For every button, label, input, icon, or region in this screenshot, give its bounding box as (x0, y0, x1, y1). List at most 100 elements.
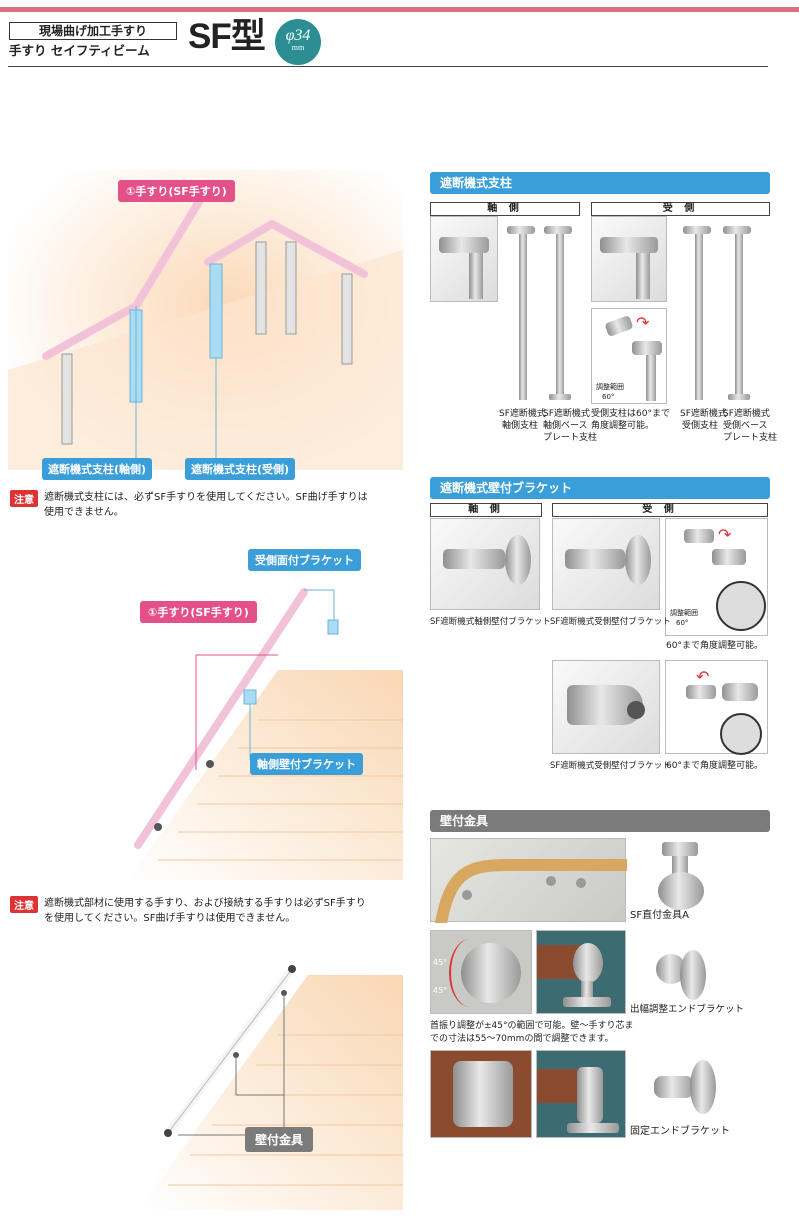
posts-caption-4-line1: SF遮断機式 (680, 409, 727, 419)
brackets-caption-angle-2: 60°まで角度調整可能。 (666, 761, 763, 771)
end-bracket-base (563, 997, 611, 1007)
recv-post-drawing (695, 230, 703, 400)
wall-angle-bottom: 45° (433, 986, 448, 995)
brackets-axis-side-header: 軸 側 (430, 503, 542, 517)
recv-bracket-part-a (684, 529, 714, 543)
fixed-plate-front (453, 1061, 513, 1127)
brackets-range-label: 調整範囲 (670, 609, 698, 617)
posts-illustration-svg (8, 170, 403, 470)
wall-caption-fitting-a: SF直付金具A (630, 910, 689, 921)
recv-bracket-plate-1 (625, 535, 651, 585)
diagram-posts-illustration (8, 170, 403, 470)
detail-circle-2 (720, 713, 762, 755)
product-fixed-end-bracket (650, 1060, 720, 1116)
photo-end-bracket-adjust: 45° 45° (430, 930, 532, 1014)
wood-handrail-svg (435, 859, 633, 929)
detail-circle (716, 581, 766, 631)
posts-recv-side-header: 受 側 (591, 202, 770, 216)
rotate-arrow-icon-2: ↷ (718, 525, 732, 544)
axis-bracket-arm (443, 549, 505, 569)
fixed-bracket-body (577, 1067, 603, 1123)
axis-base-post-top (544, 226, 572, 234)
adjust-plate (680, 950, 706, 1000)
fitting-a-saddle (662, 842, 698, 856)
brackets-range-value: 60° (676, 619, 689, 627)
photo-recv-post-angle: ↷ 調整範囲 60° (591, 308, 667, 404)
label-handrail-1: ①手すり(SF手すり) (118, 180, 235, 202)
posts-caption-1-line2: 軸側支柱 (502, 421, 539, 431)
diagram-wall-bracket-illustration (8, 540, 403, 880)
photo-wall-fitting-installed (430, 838, 633, 929)
photo-recv-wall-bracket-2 (552, 660, 660, 754)
product-end-bracket-adjust (650, 950, 714, 1006)
brackets-recv-side-header: 受 側 (552, 503, 768, 517)
fixed-bracket-base (567, 1123, 619, 1133)
photo-recv-wall-bracket-1 (552, 518, 660, 610)
label-axis-bracket: 軸側壁付ブラケット (250, 753, 363, 775)
adjust-arc (449, 939, 491, 1007)
wall-fitting-illustration-svg (138, 965, 403, 1210)
recv-base-post-top (723, 226, 751, 234)
posts-caption-2-line1: SF遮断機式 (543, 409, 590, 419)
posts-caption-5-line3: プレート支柱 (723, 433, 778, 443)
recv-post-head-shape (600, 237, 658, 253)
wall-caption-end-adjust: 出幅調整エンドブラケット (630, 1004, 745, 1015)
axis-base-post-drawing (556, 230, 564, 395)
axis-post-drawing (519, 230, 527, 400)
recv-angle-stem (646, 355, 656, 401)
posts-caption-3-line1: 受側支柱は60°まで (591, 409, 670, 419)
posts-axis-side-header: 軸 側 (430, 202, 580, 216)
note-1-line2: 使用できません。 (44, 507, 124, 518)
note-2-line2: を使用してください。SF曲げ手すりは使用できません。 (44, 913, 296, 924)
photo-recv-post-head (591, 216, 667, 302)
recv-bracket-part-c (686, 685, 716, 699)
product-subtitle: 手すり セイフティビーム (9, 43, 150, 58)
header-divider (8, 66, 768, 67)
section-header-wall-fittings: 壁付金具 (430, 810, 770, 832)
photo-fixed-end-bracket-front (430, 1050, 532, 1138)
diameter-unit: mm (291, 43, 305, 52)
recv-post-top (683, 226, 711, 234)
note-2-tag: 注意 (10, 896, 38, 913)
recv-post-stem-shape (636, 253, 650, 299)
posts-caption-5-line1: SF遮断機式 (723, 409, 770, 419)
label-handrail-2: ①手すり(SF手すり) (140, 601, 257, 623)
recv-bracket-opening (627, 701, 645, 719)
posts-caption-3-line2: 角度調整可能。 (591, 421, 655, 431)
posts-range-label: 調整範囲 (596, 383, 624, 391)
diameter-badge: φ34 mm (275, 19, 321, 65)
axis-bracket-plate (505, 535, 531, 585)
end-bracket-stem (581, 981, 593, 999)
fixed-product-plate (690, 1060, 716, 1114)
brackets-caption-angle-1: 60°まで角度調整可能。 (666, 641, 763, 651)
end-bracket-cap (573, 943, 603, 983)
fitting-a-stem (672, 856, 688, 876)
fitting-a-base (658, 872, 704, 910)
wall-note-line1: 首振り調整が±45°の範囲で可能。壁～手すり芯ま (430, 1021, 634, 1031)
posts-caption-2-line2: 軸側ベース (543, 421, 588, 431)
recv-bracket-arm-1 (565, 549, 625, 569)
photo-axis-post-head (430, 216, 498, 302)
axis-post-top (507, 226, 535, 234)
photo-recv-wall-bracket-angle-1: ↷ 調整範囲 60° (665, 518, 768, 636)
section-header-posts: 遮断機式支柱 (430, 172, 770, 194)
brackets-caption-axis: SF遮断機式軸側壁付ブラケット (430, 617, 551, 627)
diameter-value: φ34 (285, 27, 311, 44)
recv-bracket-part-d (722, 683, 758, 701)
brackets-caption-recv-2: SF遮断機式受側壁付ブラケット (550, 761, 671, 771)
label-post-axis: 遮断機式支柱(軸側) (42, 458, 153, 480)
rotate-arrow-icon-3: ↶ (696, 667, 710, 686)
note-2-line1: 遮断機式部材に使用する手すり、および接続する手すりは必ずSF手すり (44, 898, 366, 909)
photo-end-bracket-side (536, 930, 626, 1014)
fixed-product-arm (654, 1076, 694, 1098)
photo-recv-wall-bracket-angle-2: ↶ (665, 660, 768, 755)
product-direct-fitting-a (652, 842, 716, 910)
section-header-brackets: 遮断機式壁付ブラケット (430, 477, 770, 499)
posts-caption-2-line3: プレート支柱 (543, 433, 598, 443)
posts-range-value: 60° (602, 393, 615, 401)
posts-caption-4-line2: 受側支柱 (682, 421, 719, 431)
diagram-wall-fitting-illustration (8, 935, 403, 1210)
top-accent-bar (0, 7, 799, 12)
category-label: 現場曲げ加工手すり (9, 22, 177, 40)
recv-angle-part (604, 314, 634, 338)
